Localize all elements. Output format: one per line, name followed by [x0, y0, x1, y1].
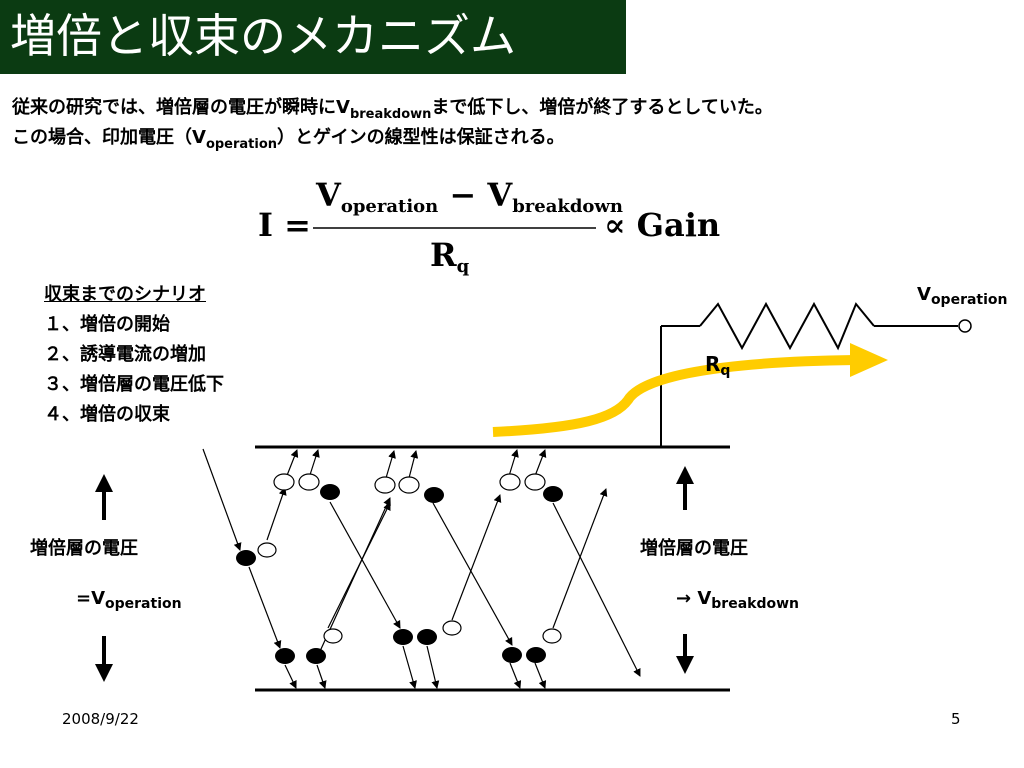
left-voltage-label: 増倍層の電圧 — [30, 538, 138, 559]
title-bar: 増倍と収束のメカニズム — [0, 0, 626, 74]
formula-r-sub: q — [456, 256, 470, 277]
hole-icon — [398, 476, 420, 494]
left-voltage-prefix: =V — [76, 588, 106, 609]
hole-icon — [442, 620, 462, 636]
hole-icon — [542, 628, 562, 644]
left-voltage-value: =Voperation — [76, 588, 182, 612]
hole-icon — [273, 473, 295, 491]
formula-denominator: Rq — [430, 236, 469, 277]
right-voltage-prefix: → V — [676, 588, 712, 609]
electron-icon — [417, 629, 437, 645]
hole-icon — [524, 473, 546, 491]
electron-icon — [543, 486, 563, 502]
rq-letter: R — [705, 352, 721, 376]
v-operation-label: Voperation — [917, 284, 1008, 308]
hole-icon — [323, 628, 343, 644]
hole-icon — [374, 476, 396, 494]
intro-line-1-a: 従来の研究では、増倍層の電圧が瞬時にV — [12, 97, 350, 118]
electron-icon — [320, 484, 340, 500]
formula-rhs: ∝ Gain — [604, 206, 721, 244]
right-voltage-value: → Vbreakdown — [676, 588, 799, 612]
formula-lhs: I = — [258, 206, 311, 244]
left-voltage-sub: operation — [105, 596, 182, 612]
down-arrow-head-icon — [95, 664, 113, 682]
electron-icon — [393, 629, 413, 645]
intro-line-2-sub: operation — [205, 137, 278, 152]
right-voltage-sub: breakdown — [711, 596, 799, 612]
terminal-icon — [958, 319, 972, 333]
right-voltage-label: 増倍層の電圧 — [640, 538, 748, 559]
v-operation-letter: V — [917, 284, 931, 305]
scenario-list: 収束までのシナリオ １、増倍の開始 ２、誘導電流の増加 ３、増倍層の電圧低下 ４… — [44, 280, 224, 430]
page-number: 5 — [951, 710, 961, 728]
scenario-step: １、増倍の開始 — [44, 314, 170, 335]
up-arrow-head-icon — [95, 474, 113, 492]
down-arrow-head-icon — [676, 656, 694, 674]
scenario-step: ４、増倍の収束 — [44, 404, 170, 425]
electron-icon — [424, 487, 444, 503]
intro-line-1-b: まで低下し、増倍が終了するとしていた。 — [431, 97, 773, 118]
formula-r: R — [430, 236, 457, 274]
up-arrow-head-icon — [676, 466, 694, 484]
circuit — [660, 301, 972, 447]
v-operation-sub: operation — [930, 292, 1008, 308]
slide-title: 増倍と収束のメカニズム — [10, 9, 516, 63]
scenario-step: ３、増倍層の電圧低下 — [44, 374, 224, 395]
formula-v1: V — [316, 176, 341, 214]
formula-v2-sub: breakdown — [512, 196, 624, 217]
electron-icon — [502, 647, 522, 663]
rq-label: Rq — [705, 352, 730, 379]
current-arrow-head — [850, 343, 888, 377]
electron-icon — [275, 648, 295, 664]
scenario-heading: 収束までのシナリオ — [44, 284, 206, 305]
resistor-icon — [699, 301, 875, 351]
formula-minus: − — [449, 176, 477, 214]
intro-line-2-a: この場合、印加電圧（V — [12, 127, 206, 148]
hole-icon — [257, 542, 277, 558]
formula-v2: V — [487, 176, 513, 214]
formula-v1-sub: operation — [340, 196, 439, 217]
intro-line-1-sub: breakdown — [349, 107, 432, 122]
footer-date: 2008/9/22 — [62, 710, 139, 728]
intro-line-2: この場合、印加電圧（Voperation）とゲインの線型性は保証される。 — [12, 126, 565, 157]
electron-icon — [306, 648, 326, 664]
hole-icon — [298, 473, 320, 491]
electron-icon — [236, 550, 256, 566]
carrier-paths — [202, 448, 641, 689]
hole-icon — [499, 473, 521, 491]
intro-line-1: 従来の研究では、増倍層の電圧が瞬時にVbreakdownまで低下し、増倍が終了す… — [12, 96, 773, 127]
electron-icon — [526, 647, 546, 663]
formula-numerator: Voperation − Vbreakdown — [316, 176, 623, 217]
rq-sub: q — [720, 363, 731, 379]
carriers — [236, 473, 563, 664]
intro-line-2-b: ）とゲインの線型性は保証される。 — [277, 127, 565, 148]
current-arrow — [492, 355, 856, 437]
scenario-step: ２、誘導電流の増加 — [44, 344, 206, 365]
